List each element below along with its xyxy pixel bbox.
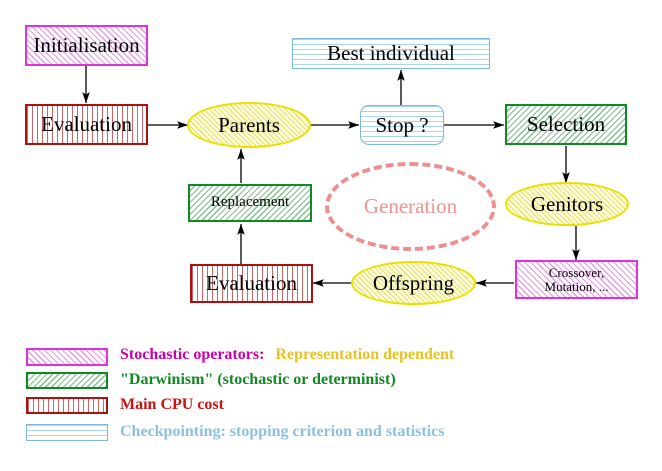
- node-selection-label: Selection: [526, 112, 606, 137]
- legend-text-stochastic-operators: Stochastic operators:: [120, 346, 265, 363]
- node-evaluation-bottom-label: Evaluation: [206, 271, 297, 296]
- legend-label-checkpointing: Checkpointing: stopping criterion and st…: [120, 423, 444, 441]
- node-best-individual[interactable]: Best individual: [292, 38, 490, 69]
- legend-swatch-stochastic-operators: [26, 348, 108, 366]
- node-evaluation-top-label: Evaluation: [41, 112, 132, 137]
- node-genitors[interactable]: Genitors: [505, 182, 629, 226]
- node-stop[interactable]: Stop ?: [360, 105, 444, 145]
- node-parents[interactable]: Parents: [187, 102, 311, 148]
- node-replacement-label: Replacement: [210, 194, 290, 211]
- node-crossover-mutation-label-line1: Crossover,: [548, 264, 605, 280]
- node-evaluation-top[interactable]: Evaluation: [25, 104, 148, 145]
- legend-swatch-checkpointing: [26, 424, 108, 441]
- legend-label-main-cpu-cost: Main CPU cost: [120, 396, 224, 414]
- node-generation-loop: Generation: [325, 162, 496, 251]
- legend-text-checkpointing: Checkpointing: stopping criterion and st…: [120, 423, 445, 440]
- legend-label-stochastic-operators: Stochastic operators: Representation dep…: [120, 346, 454, 364]
- node-best-individual-label: Best individual: [327, 41, 455, 66]
- node-evaluation-bottom[interactable]: Evaluation: [190, 264, 313, 303]
- node-offspring[interactable]: Offspring: [351, 261, 476, 305]
- node-initialisation[interactable]: Initialisation: [25, 25, 148, 66]
- node-genitors-label: Genitors: [530, 191, 604, 216]
- node-initialisation-label: Initialisation: [33, 33, 140, 58]
- node-crossover-mutation-label-line2: Mutation, ...: [544, 278, 609, 294]
- legend-label-darwinism: "Darwinism" (stochastic or determinist): [120, 371, 396, 389]
- legend-swatch-main-cpu-cost: [26, 397, 108, 414]
- node-replacement[interactable]: Replacement: [188, 184, 312, 222]
- node-stop-label: Stop ?: [375, 112, 429, 137]
- node-offspring-label: Offspring: [372, 270, 455, 295]
- legend-text-darwinism: "Darwinism" (stochastic or determinist): [120, 371, 396, 388]
- node-generation-label: Generation: [363, 194, 458, 218]
- legend-swatch-darwinism: [26, 372, 108, 389]
- legend-accent-representation-dependent: Representation dependent: [275, 346, 455, 363]
- node-crossover-mutation[interactable]: Crossover, Mutation, ...: [515, 260, 638, 299]
- node-selection[interactable]: Selection: [505, 104, 627, 145]
- node-parents-label: Parents: [218, 112, 280, 137]
- legend-text-main-cpu-cost: Main CPU cost: [120, 396, 224, 413]
